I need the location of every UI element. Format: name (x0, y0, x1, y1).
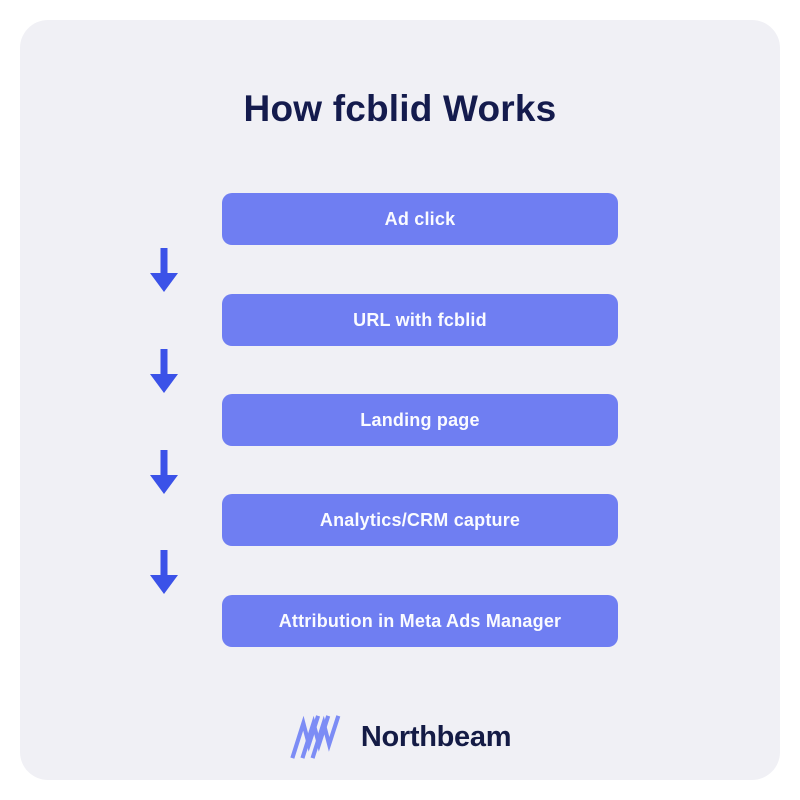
page-title: How fcblid Works (243, 88, 557, 129)
card-background: How fcblid Works Ad click URL with fcbli… (20, 20, 780, 780)
footer-brand-lockup: Northbeam (20, 714, 780, 760)
flow-step-landing-page: Landing page (222, 394, 618, 446)
northbeam-logo-icon (290, 715, 341, 759)
down-arrow-icon (150, 450, 178, 494)
flow-step-label: Landing page (360, 409, 480, 430)
flow-step-url-with-fcblid: URL with fcblid (222, 294, 618, 346)
flow-step-label: Attribution in Meta Ads Manager (278, 610, 562, 631)
down-arrow-icon (150, 349, 178, 393)
flow-step-label: URL with fcblid (353, 309, 487, 330)
down-arrow-icon (150, 248, 178, 292)
down-arrow-icon (150, 550, 178, 594)
flow-step-ad-click: Ad click (222, 193, 618, 245)
brand-name: Northbeam (360, 720, 512, 753)
flow-step-label: Ad click (384, 208, 456, 229)
flow-step-attribution-meta-ads-manager: Attribution in Meta Ads Manager (222, 595, 618, 647)
flow-step-label: Analytics/CRM capture (319, 509, 521, 530)
flow-step-analytics-crm-capture: Analytics/CRM capture (222, 494, 618, 546)
